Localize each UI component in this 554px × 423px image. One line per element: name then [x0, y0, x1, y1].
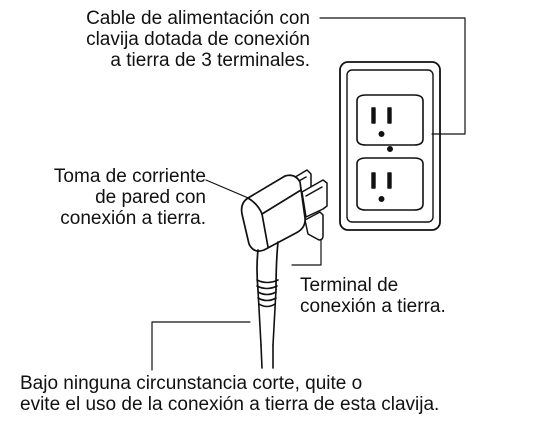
plate-screw: [387, 145, 394, 152]
lower-receptacle: [356, 157, 424, 211]
wall-outlet-label: Toma de corriente de pared con conexión …: [10, 166, 206, 229]
warning-text-line-2: evite el uso de la conexión a tierra de …: [20, 394, 440, 415]
power-cord-label-line-1: Cable de alimentación con: [86, 8, 310, 29]
ground-terminal-label: Terminal de conexión a tierra.: [300, 275, 540, 317]
cord: [256, 279, 279, 369]
plug-body: [240, 174, 306, 291]
power-cord-label-line-2: clavija dotada de conexión: [86, 29, 310, 50]
wall-outlet-label-line-1: Toma de corriente: [53, 166, 206, 187]
power-cord-label: Cable de alimentación con clavija dotada…: [40, 8, 310, 71]
power-cord-label-line-3: a tierra de 3 terminales.: [110, 50, 310, 71]
warning-text: Bajo ninguna circunstancia corte, quite …: [20, 373, 550, 415]
wall-outlet-label-line-3: conexión a tierra.: [60, 208, 206, 229]
warning-text-line-1: Bajo ninguna circunstancia corte, quite …: [20, 373, 363, 394]
upper-receptacle: [356, 94, 424, 146]
ground-terminal-label-line-2: conexión a tierra.: [300, 296, 446, 317]
ground-terminal-label-line-1: Terminal de: [300, 275, 399, 296]
wall-outlet-label-line-2: de pared con: [95, 187, 206, 208]
